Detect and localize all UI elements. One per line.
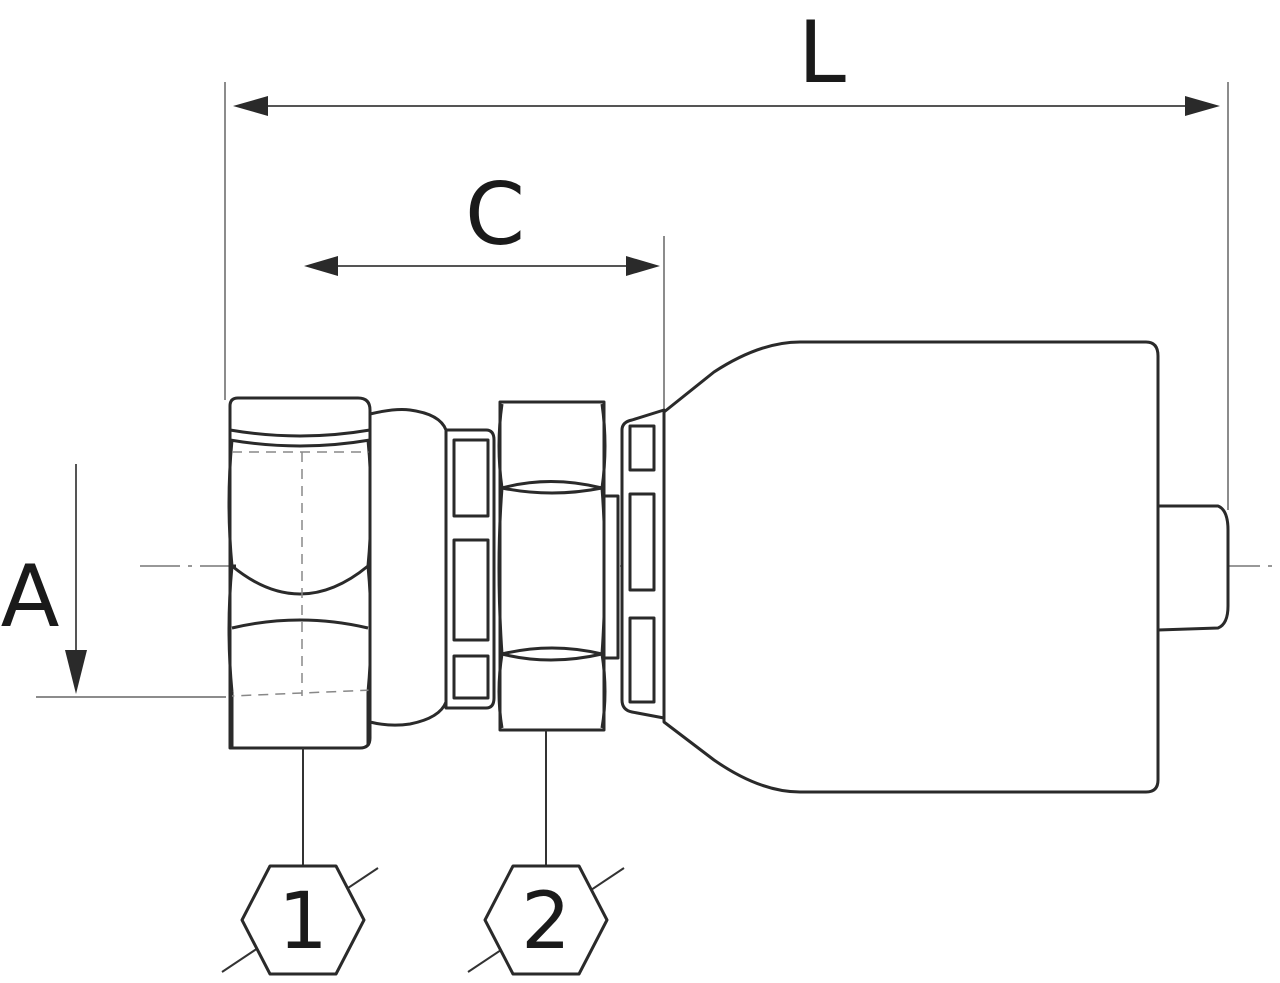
dimension-label-c: C — [465, 165, 525, 265]
fitting-neck — [368, 408, 496, 727]
callout-1: 1 — [221, 748, 379, 976]
dimension-label-l: L — [798, 3, 846, 103]
ferrule — [662, 340, 1230, 794]
dimension-label-a: A — [1, 547, 60, 647]
arrowhead-a-icon — [65, 650, 87, 694]
callout-1-hexagon-icon — [240, 864, 366, 976]
swivel-nut — [227, 396, 437, 750]
collar — [602, 408, 666, 720]
arrowhead-right-icon — [1185, 96, 1220, 116]
dimension-a: A — [1, 464, 226, 698]
arrowhead-c-left-icon — [304, 256, 338, 276]
dimension-c: C — [304, 165, 665, 412]
arrowhead-c-right-icon — [626, 256, 660, 276]
callout-2-number: 2 — [521, 877, 571, 967]
arrowhead-left-icon — [233, 96, 268, 116]
dimension-l: L — [224, 3, 1229, 510]
callout-1-number: 1 — [278, 877, 328, 967]
callout-2: 2 — [467, 730, 625, 976]
callout-2-hexagon-icon — [483, 864, 609, 976]
hex-body — [497, 400, 607, 732]
